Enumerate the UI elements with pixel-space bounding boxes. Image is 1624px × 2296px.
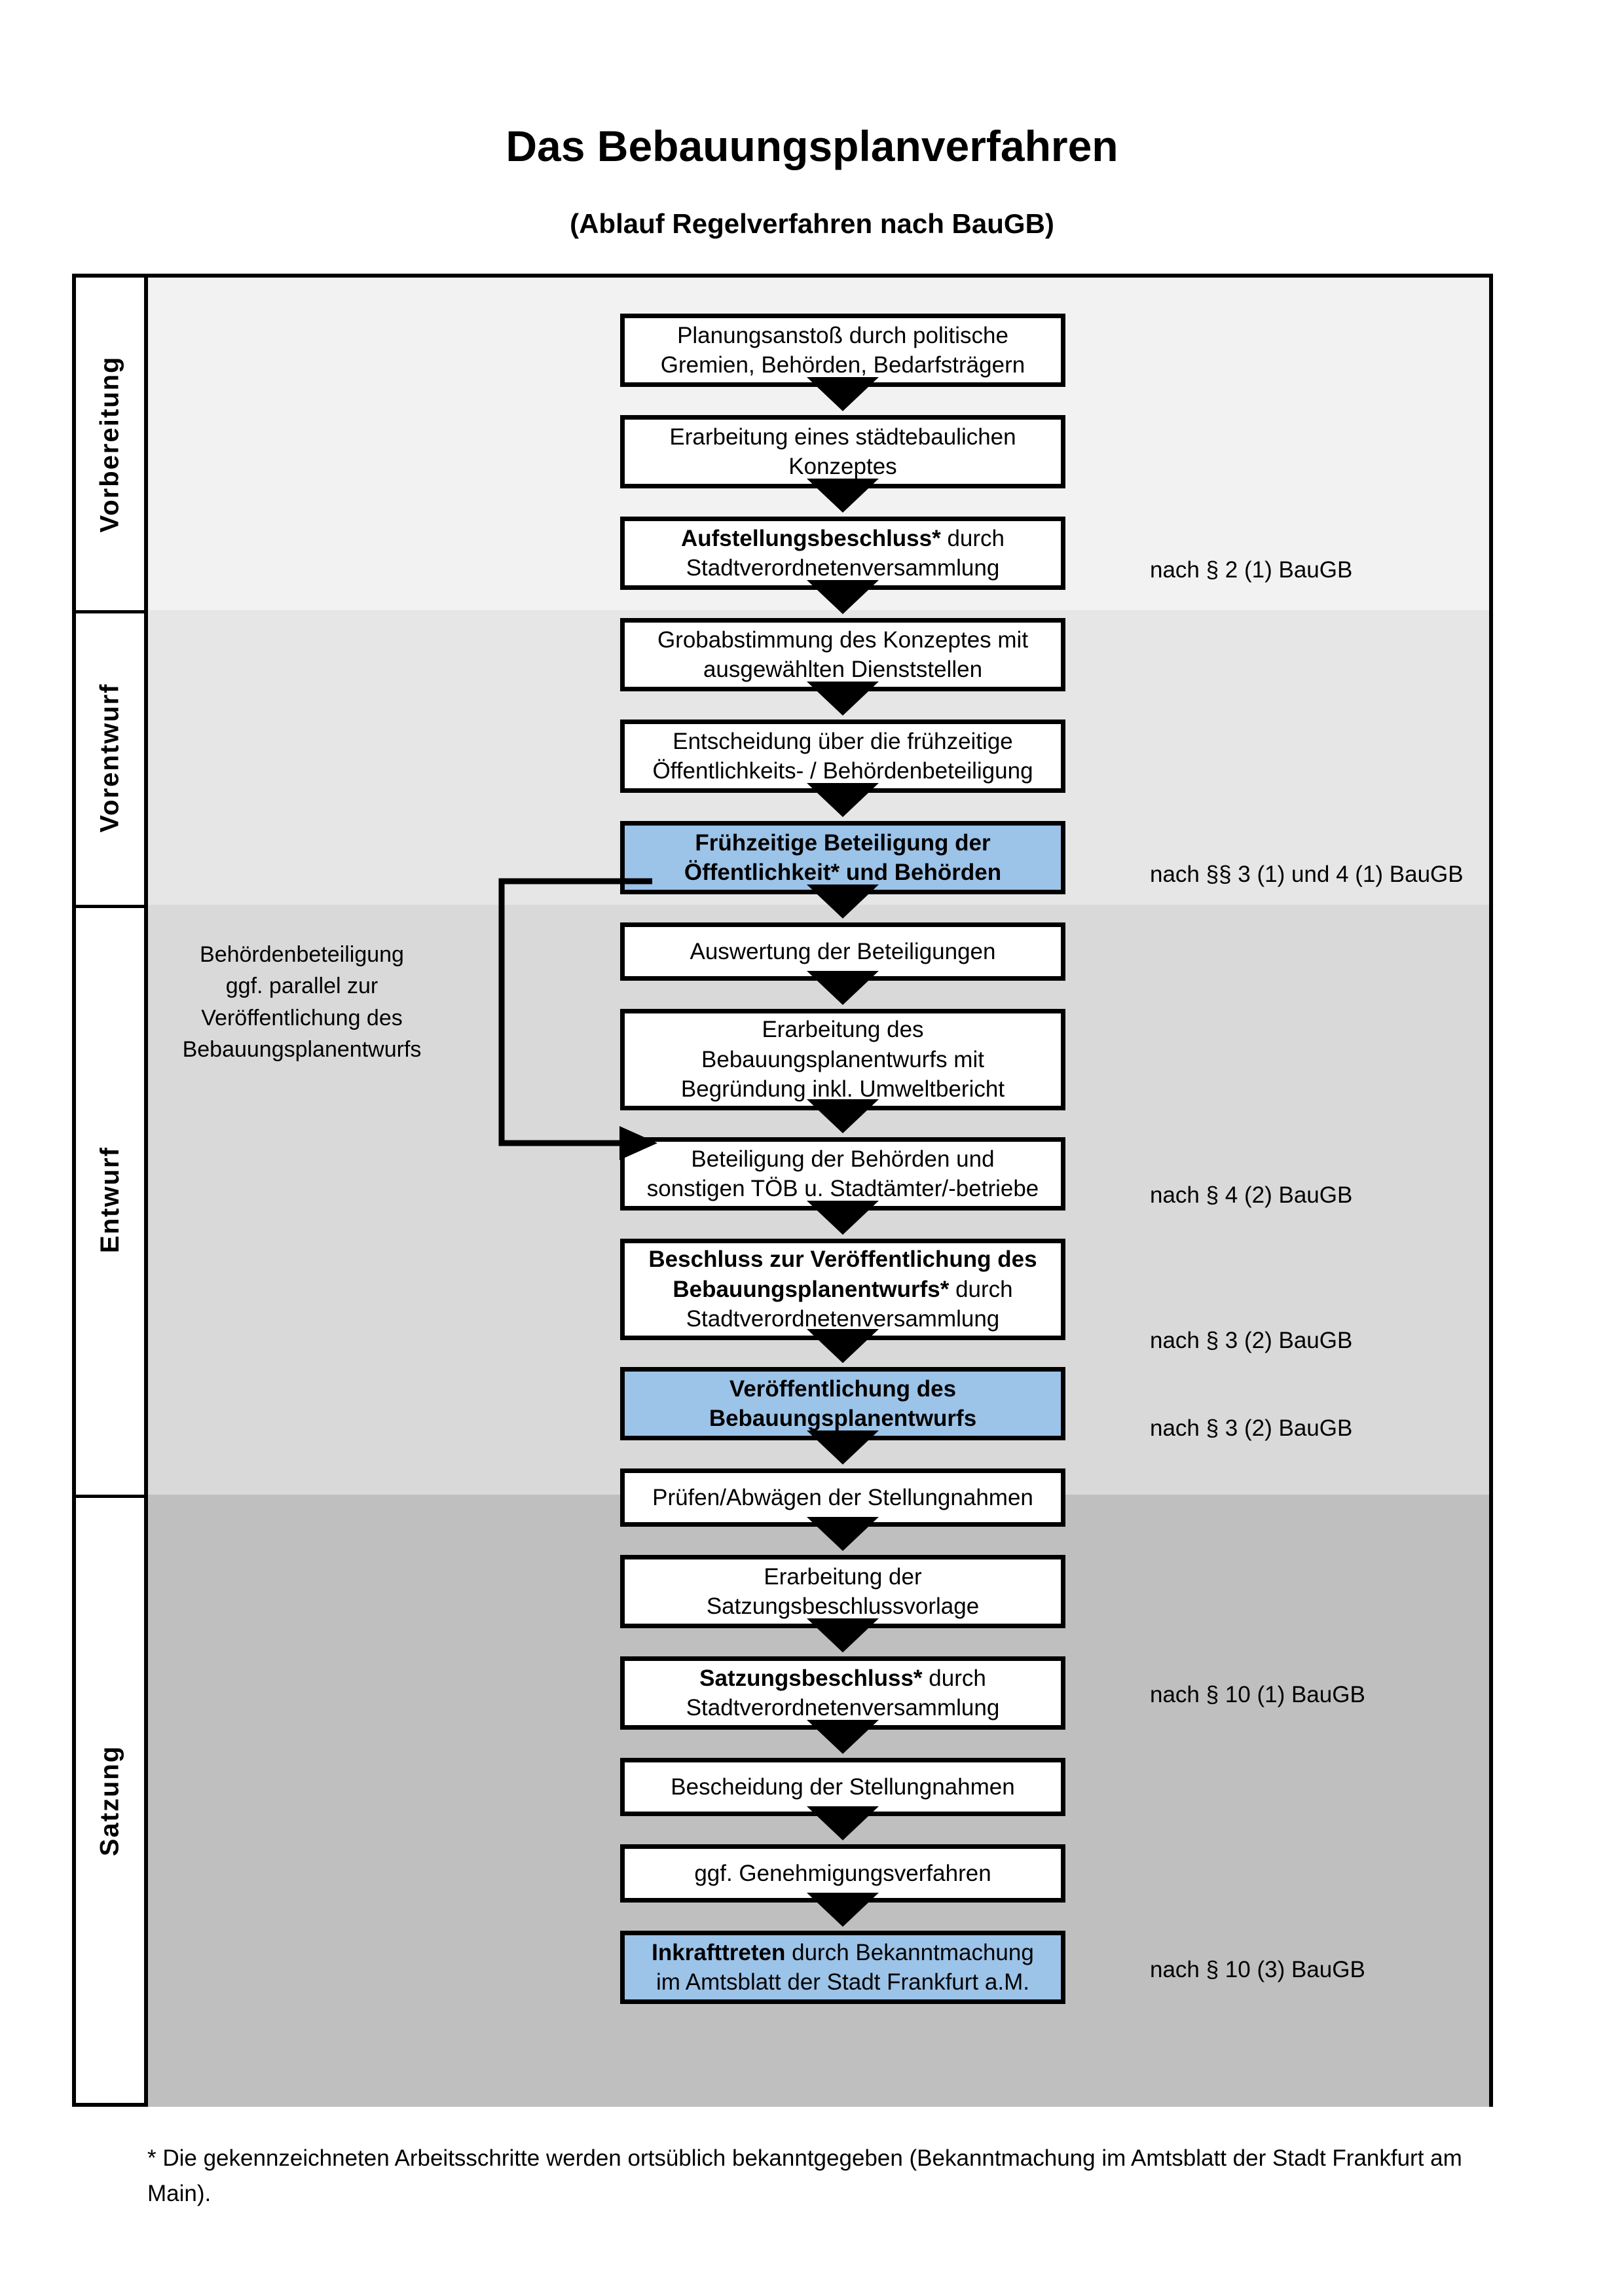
box-line: Erarbeitung des: [762, 1017, 924, 1043]
box-line: ausgewählten Dienststellen: [703, 657, 983, 682]
phase-label-text: Vorentwurf: [95, 682, 124, 833]
phase-label-satzung: Satzung: [76, 1495, 144, 2107]
parallel-process-connector: [498, 878, 657, 1160]
side-note-line: Behördenbeteiligung: [200, 942, 404, 967]
phase-divider: [76, 610, 144, 613]
legal-ref-beschluss-veroeffentlichung: nach § 3 (2) BauGB: [1150, 1328, 1353, 1353]
process-box-entscheidung-fruehzeitige[interactable]: Entscheidung über die frühzeitige Öffent…: [620, 720, 1065, 793]
box-line-rest: durch: [929, 1665, 986, 1691]
box-line: Grobabstimmung des Konzeptes mit: [657, 627, 1029, 653]
phase-label-vorentwurf: Vorentwurf: [76, 610, 144, 905]
flow-arrow: [807, 1329, 879, 1363]
process-box-satzungsbeschlussvorlage[interactable]: Erarbeitung der Satzungsbeschlussvorlage: [620, 1555, 1065, 1628]
box-line: Bebauungsplanentwurfs: [709, 1406, 977, 1431]
legal-ref-satzungsbeschluss: nach § 10 (1) BauGB: [1150, 1682, 1365, 1707]
box-line: Entscheidung über die frühzeitige: [673, 728, 1013, 754]
box-line: im Amtsblatt der Stadt Frankfurt a.M.: [656, 1969, 1029, 1995]
process-diagram-frame: Vorbereitung Vorentwurf Entwurf Satzung …: [72, 274, 1493, 2107]
box-line: Bebauungsplanentwurfs mit: [701, 1046, 984, 1072]
box-line-bold: Aufstellungsbeschluss*: [680, 525, 941, 551]
box-line: Stadtverordnetenversammlung: [686, 1695, 1000, 1721]
box-line-bold: Beschluss zur Veröffentlichung des: [648, 1247, 1037, 1273]
box-line: Planungsanstoß durch politische: [677, 322, 1008, 348]
legal-ref-inkrafttreten: nach § 10 (3) BauGB: [1150, 1957, 1365, 1982]
box-line: sonstigen TÖB u. Stadtämter/-betriebe: [646, 1176, 1039, 1201]
box-line: Stadtverordnetenversammlung: [686, 1306, 1000, 1332]
flow-arrow: [807, 971, 879, 1005]
flow-arrow: [807, 1201, 879, 1235]
page-title: Das Bebauungsplanverfahren: [506, 122, 1118, 170]
box-line: Öffentlichkeit* und Behörden: [684, 860, 1002, 885]
page-subtitle: (Ablauf Regelverfahren nach BauGB): [570, 208, 1054, 239]
box-line-bold: Inkrafttreten: [652, 1939, 786, 1965]
process-box-satzungsbeschluss[interactable]: Satzungsbeschluss* durch Stadtverordnete…: [620, 1656, 1065, 1730]
box-line: Bescheidung der Stellungnahmen: [671, 1774, 1015, 1800]
legal-ref-aufstellungsbeschluss: nach § 2 (1) BauGB: [1150, 557, 1353, 583]
phase-label-column: Vorbereitung Vorentwurf Entwurf Satzung: [76, 278, 148, 2103]
box-line: Veröffentlichung des: [729, 1376, 957, 1402]
phase-label-vorbereitung: Vorbereitung: [76, 278, 144, 610]
box-line-rest: durch Bekanntmachung: [792, 1939, 1034, 1965]
legal-ref-beteiligung-behoerden: nach § 4 (2) BauGB: [1150, 1182, 1353, 1208]
box-line-bold: Bebauungsplanentwurfs*: [673, 1276, 950, 1302]
process-box-beteiligung-behoerden[interactable]: Beteiligung der Behörden und sonstigen T…: [620, 1137, 1065, 1211]
box-line: Konzeptes: [788, 454, 897, 479]
process-box-staedtebauliches-konzept[interactable]: Erarbeitung eines städtebaulichen Konzep…: [620, 415, 1065, 488]
process-box-grobabstimmung[interactable]: Grobabstimmung des Konzeptes mit ausgewä…: [620, 618, 1065, 691]
box-line: Frühzeitige Beteiligung der: [695, 829, 991, 856]
process-box-planungsanstoss[interactable]: Planungsanstoß durch politische Gremien,…: [620, 314, 1065, 387]
flow-arrow: [807, 1430, 879, 1465]
side-note-parallel-process: Behördenbeteiligung ggf. parallel zur Ve…: [161, 939, 443, 1065]
process-box-aufstellungsbeschluss[interactable]: Aufstellungsbeschluss* durch Stadtverord…: [620, 517, 1065, 590]
side-note-line: Bebauungsplanentwurfs: [182, 1036, 422, 1062]
flow-arrow: [807, 884, 879, 919]
process-box-inkrafttreten[interactable]: Inkrafttreten durch Bekanntmachung im Am…: [620, 1931, 1065, 2004]
box-line: Auswertung der Beteiligungen: [690, 938, 996, 964]
box-line: Stadtverordnetenversammlung: [686, 555, 1000, 581]
flow-arrow: [807, 1806, 879, 1840]
flow-arrow: [807, 783, 879, 817]
flow-arrow: [807, 580, 879, 614]
box-line-bold: Satzungsbeschluss*: [699, 1665, 923, 1691]
phase-divider: [76, 1495, 144, 1498]
flow-arrow: [807, 1893, 879, 1927]
box-line: Beteiligung der Behörden und: [691, 1146, 995, 1172]
box-line: Gremien, Behörden, Bedarfsträgern: [660, 352, 1025, 378]
box-line-rest: durch: [947, 525, 1005, 551]
phase-label-text: Entwurf: [95, 1146, 124, 1253]
box-line: ggf. Genehmigungsverfahren: [694, 1860, 991, 1886]
process-box-erarbeitung-entwurf[interactable]: Erarbeitung des Bebauungsplanentwurfs mi…: [620, 1009, 1065, 1110]
flow-arrow: [807, 682, 879, 716]
process-box-veroeffentlichung-entwurf[interactable]: Veröffentlichung des Bebauungsplanentwur…: [620, 1367, 1065, 1440]
process-box-beschluss-veroeffentlichung[interactable]: Beschluss zur Veröffentlichung des Bebau…: [620, 1239, 1065, 1340]
box-line: Öffentlichkeits- / Behördenbeteiligung: [652, 758, 1033, 784]
flow-arrow: [807, 1099, 879, 1133]
box-line-rest: durch: [949, 1276, 1013, 1302]
phase-label-entwurf: Entwurf: [76, 905, 144, 1495]
legal-ref-veroeffentlichung: nach § 3 (2) BauGB: [1150, 1415, 1353, 1441]
box-line: Satzungsbeschlussvorlage: [706, 1594, 980, 1619]
legal-ref-fruehzeitige-beteiligung: nach §§ 3 (1) und 4 (1) BauGB: [1150, 862, 1464, 887]
flow-arrow: [807, 1618, 879, 1652]
phase-label-text: Vorbereitung: [95, 355, 124, 532]
footnote: * Die gekennzeichneten Arbeitsschritte w…: [147, 2145, 1462, 2207]
flow-arrow: [807, 377, 879, 411]
box-line: Erarbeitung eines städtebaulichen: [669, 424, 1016, 450]
side-note-line: ggf. parallel zur: [225, 974, 378, 999]
flow-arrow: [807, 1517, 879, 1551]
box-line: Prüfen/Abwägen der Stellungnahmen: [652, 1484, 1033, 1510]
side-note-line: Veröffentlichung des: [201, 1005, 403, 1030]
box-line: Erarbeitung der: [764, 1563, 922, 1590]
box-line: Begründung inkl. Umweltbericht: [680, 1076, 1005, 1102]
phase-divider: [76, 905, 144, 908]
process-box-fruehzeitige-beteiligung[interactable]: Frühzeitige Beteiligung der Öffentlichke…: [620, 821, 1065, 894]
flow-arrow: [807, 1720, 879, 1754]
flow-arrow: [807, 479, 879, 513]
phase-label-text: Satzung: [95, 1745, 124, 1857]
